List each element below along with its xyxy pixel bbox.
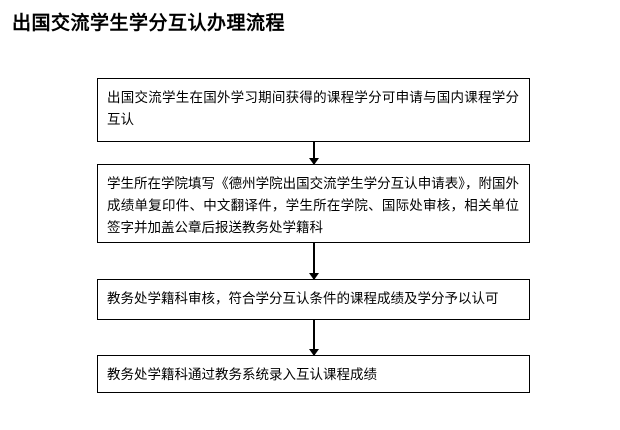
down-arrow-icon <box>309 349 319 356</box>
down-arrow-icon <box>309 158 319 165</box>
connector-line <box>313 320 315 355</box>
connector-line <box>313 142 315 164</box>
flow-step-3-text: 教务处学籍科审核，符合学分互认条件的课程成绩及学分予以认可 <box>107 291 499 307</box>
flow-connector-2 <box>309 243 319 280</box>
flow-step-2-text: 学生所在学院填写《德州学院出国交流学生学分互认申请表》，附国外成绩单复印件、中文… <box>107 176 519 236</box>
flow-step-2: 学生所在学院填写《德州学院出国交流学生学分互认申请表》，附国外成绩单复印件、中文… <box>97 164 530 243</box>
flow-connector-3 <box>309 320 319 356</box>
flow-step-3: 教务处学籍科审核，符合学分互认条件的课程成绩及学分予以认可 <box>97 279 530 320</box>
down-arrow-icon <box>309 273 319 280</box>
page-title: 出国交流学生学分互认办理流程 <box>12 12 286 34</box>
flow-connector-1 <box>309 142 319 165</box>
flow-step-4: 教务处学籍科通过教务系统录入互认课程成绩 <box>97 355 530 393</box>
connector-line <box>313 243 315 279</box>
flow-step-1-text: 出国交流学生在国外学习期间获得的课程学分可申请与国内课程学分互认 <box>107 90 519 128</box>
flow-step-4-text: 教务处学籍科通过教务系统录入互认课程成绩 <box>107 367 377 383</box>
flow-step-1: 出国交流学生在国外学习期间获得的课程学分可申请与国内课程学分互认 <box>97 78 530 142</box>
